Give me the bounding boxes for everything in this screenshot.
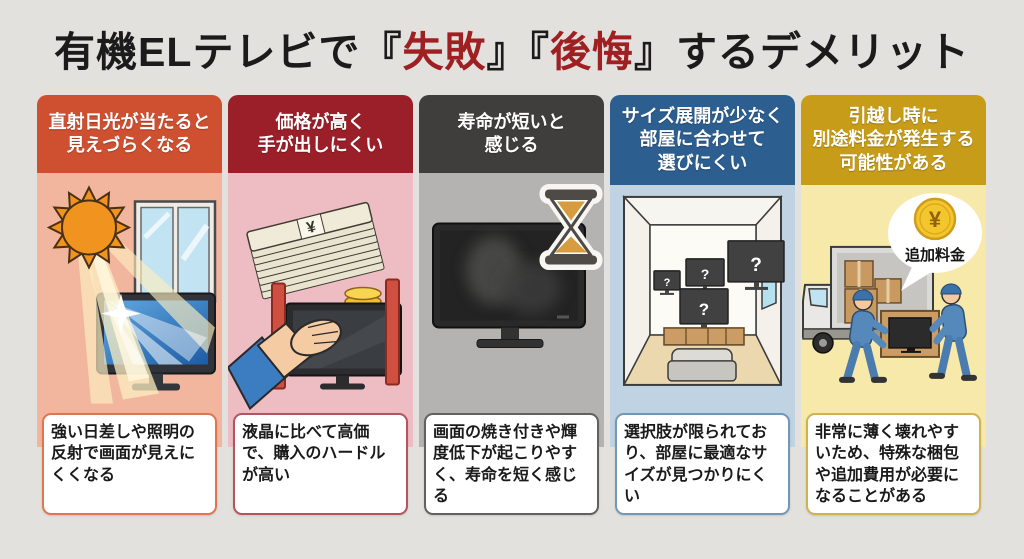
card-illustration <box>419 173 604 413</box>
coin-yen-symbol: ¥ <box>929 207 942 232</box>
card-header-line: 見えづらくなる <box>66 135 193 155</box>
card-description: 強い日差しや照明の反射で画面が見えにくくなる <box>42 413 217 515</box>
tv-stand-cabinet <box>663 327 745 346</box>
card-illustration <box>37 173 222 413</box>
card-header-line: 別途料金が発生する <box>812 129 975 150</box>
title-text: するデメリット <box>675 29 970 75</box>
card-header-line: 可能性がある <box>839 152 948 173</box>
card-header: 寿命が短いと 感じる <box>419 95 604 173</box>
yen-coin-icon <box>913 197 957 241</box>
card-illustration: ¥ 追加料金 <box>801 185 986 413</box>
packed-tv-icon <box>880 310 940 359</box>
hourglass-icon <box>539 184 603 270</box>
extra-fee-label: 追加料金 <box>905 246 966 264</box>
tv-icon <box>432 222 586 348</box>
title-quote: 『 <box>360 29 403 75</box>
title-quote: 『 <box>528 29 550 75</box>
page-title: 有機ELテレビで『失敗』『後悔』するデメリット <box>0 18 1024 78</box>
sun-icon <box>46 185 132 270</box>
title-quote: 』 <box>633 29 676 75</box>
card-description: 選択肢が限られており、部屋に最適なサイズが見つかりにくい <box>615 413 790 515</box>
tv-center-icon: ? <box>663 288 745 346</box>
card-description: 液晶に比べて高価で、購入のハードルが高い <box>233 413 408 515</box>
tv-large-icon: ? <box>727 240 785 291</box>
tv-medium-icon: ? <box>685 258 725 293</box>
mover-left-icon <box>839 289 889 384</box>
card-header: 直射日光が当たると 見えづらくなる <box>37 95 222 173</box>
card-header-line: 選びにくい <box>657 152 748 173</box>
speech-bubble: ¥ 追加料金 <box>888 193 982 292</box>
title-highlight-shippai: 失敗 <box>402 29 487 75</box>
mover-right-icon <box>929 283 977 382</box>
card-header-line: 手が出しにくい <box>257 135 384 155</box>
card-moving-fees: 引越し時に 別途料金が発生する 可能性がある <box>801 95 986 520</box>
tv-small-icon: ? <box>653 270 681 296</box>
card-sunlight-glare: 直射日光が当たると 見えづらくなる <box>37 95 222 520</box>
card-header-line: 価格が高く <box>275 111 366 132</box>
card-row: 直射日光が当たると 見えづらくなる <box>37 95 986 520</box>
bed-icon <box>667 348 737 382</box>
card-high-price: 価格が高く 手が出しにくい ¥ <box>228 95 413 520</box>
title-highlight-koukai: 後悔 <box>549 29 634 75</box>
screen-glare-icon <box>101 293 207 365</box>
yen-symbol: ¥ <box>305 219 318 238</box>
card-illustration: ? ? ? <box>610 185 795 413</box>
card-header-line: 寿命が短いと <box>457 111 566 132</box>
card-short-lifespan: 寿命が短いと 感じる <box>419 95 604 520</box>
card-description: 画面の焼き付きや輝度低下が起こりやすく、寿命を短く感じる <box>424 413 599 515</box>
title-text: 有機ELテレビで <box>54 29 361 75</box>
hand-icon <box>228 318 342 411</box>
question-mark: ? <box>664 277 671 289</box>
card-header-line: 感じる <box>484 135 539 155</box>
card-header-line: 直射日光が当たると <box>48 111 211 132</box>
question-mark: ? <box>699 300 709 319</box>
card-header-line: サイズ展開が少なく <box>621 106 784 126</box>
question-mark: ? <box>750 255 762 276</box>
card-header: 引越し時に 別途料金が発生する 可能性がある <box>801 95 986 186</box>
card-header-line: 引越し時に <box>848 106 939 126</box>
title-quote: 』 <box>486 29 529 75</box>
card-illustration: ¥ <box>228 173 413 413</box>
question-mark: ? <box>701 266 710 282</box>
card-limited-sizes: サイズ展開が少なく 部屋に合わせて 選びにくい <box>610 95 795 520</box>
money-stack-icon: ¥ <box>246 201 385 300</box>
card-header: サイズ展開が少なく 部屋に合わせて 選びにくい <box>610 95 795 186</box>
card-description: 非常に薄く壊れやすいため、特殊な梱包や追加費用が必要になることがある <box>806 413 981 515</box>
card-header: 価格が高く 手が出しにくい <box>228 95 413 173</box>
card-header-line: 部屋に合わせて <box>639 129 766 150</box>
